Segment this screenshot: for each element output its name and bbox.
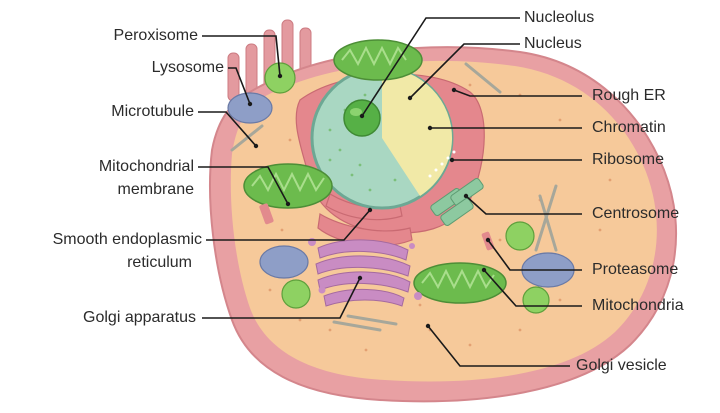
label-rough-er: Rough ER [592, 87, 666, 104]
lysosome-left [259, 245, 309, 279]
label-lysosome: Lysosome [151, 59, 224, 76]
label-proteasome: Proteasome [592, 261, 679, 278]
mitochondrion-top [333, 39, 423, 81]
label-centrosome: Centrosome [592, 205, 680, 222]
label-nucleolus: Nucleolus [524, 9, 595, 26]
chromatin [382, 67, 453, 196]
microtubules [230, 62, 558, 332]
mitochondrion-right [413, 262, 507, 304]
label-chromatin: Chromatin [592, 119, 666, 136]
label-mitochondrial-membrane-line1: Mitochondrial [98, 158, 194, 175]
label-golgi-vesicle: Golgi vesicle [576, 357, 667, 374]
lysosome-top [227, 92, 273, 124]
peroxisome-left [281, 279, 311, 309]
label-golgi-apparatus: Golgi apparatus [83, 309, 196, 326]
leader-lines [198, 17, 582, 367]
peroxisome-right-1 [505, 221, 535, 251]
golgi-stack [315, 239, 411, 307]
centrosome [430, 178, 484, 226]
label-mitochondria: Mitochondria [592, 297, 684, 314]
nucleus-stipple [328, 93, 397, 192]
label-peroxisome: Peroxisome [113, 27, 198, 44]
label-smooth-er-line1: Smooth endoplasmic [52, 231, 202, 248]
mitochondrion-left [243, 163, 333, 209]
label-ribosome: Ribosome [592, 151, 665, 168]
peroxisome-right-2 [522, 286, 550, 314]
label-nucleus: Nucleus [524, 35, 582, 52]
label-smooth-er-line2: reticulum [127, 254, 192, 271]
label-mitochondrial-membrane-line2: membrane [117, 181, 194, 198]
label-microtubule: Microtubule [111, 103, 194, 120]
ribosomes [428, 150, 456, 178]
